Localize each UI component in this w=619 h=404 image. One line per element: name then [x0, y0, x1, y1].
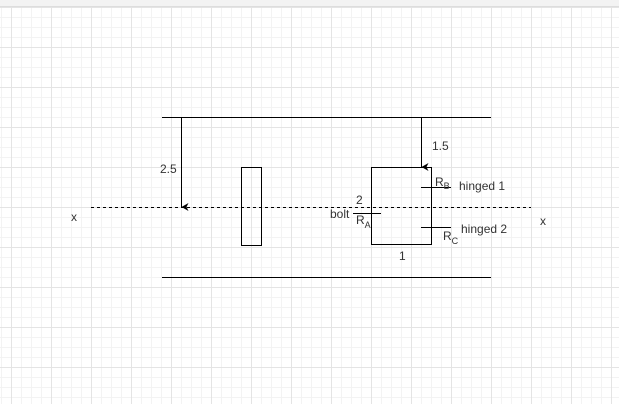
box-bottom-label: 1 — [399, 249, 406, 263]
axis-right-label: x — [540, 214, 546, 228]
hinged2-label: hinged 2 — [461, 222, 507, 236]
dim-left-label: 2.5 — [160, 162, 177, 176]
rc-label: RC — [443, 229, 459, 246]
ra-main: R — [356, 213, 365, 227]
rb-main: R — [435, 175, 444, 189]
rc-sub: C — [452, 236, 459, 246]
axis-left-label: x — [71, 210, 77, 224]
bolt-label: bolt — [330, 207, 350, 221]
rc-main: R — [443, 229, 452, 243]
hinged1-label: hinged 1 — [459, 179, 505, 193]
box-left-label: 2 — [356, 193, 363, 207]
ra-label: RA — [356, 213, 371, 230]
box[interactable] — [371, 167, 432, 245]
toolbar-strip — [0, 0, 619, 7]
rb-sub: B — [444, 181, 450, 191]
ra-sub: A — [365, 220, 371, 230]
dim-right-label: 1.5 — [432, 139, 449, 153]
narrow-rect[interactable] — [241, 167, 262, 246]
diagram-canvas[interactable] — [0, 7, 619, 404]
rb-label: RB — [435, 175, 450, 191]
